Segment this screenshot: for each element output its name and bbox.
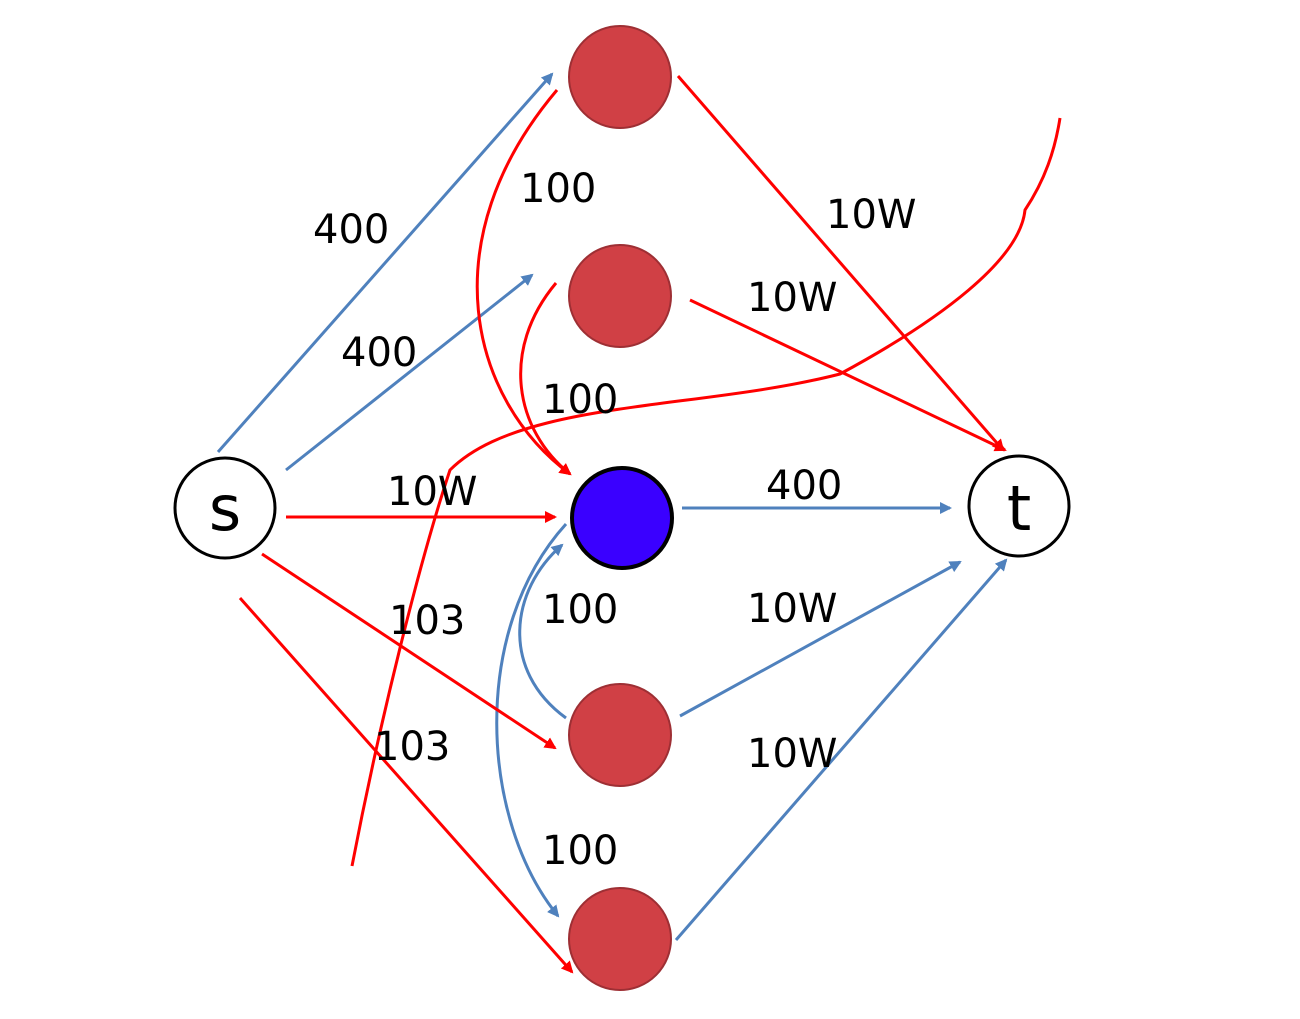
label-s-to-top: 400: [313, 207, 389, 253]
edge-s-to-bottom: [238, 597, 574, 974]
label-s-to-second: 400: [341, 330, 417, 376]
edge-fourth-to-t: [679, 560, 962, 718]
label-second-to-t: 10W: [747, 275, 837, 321]
label-second-to-center: 100: [542, 377, 618, 423]
edge-s-to-top: [216, 72, 554, 453]
label-center-to-t: 400: [766, 463, 842, 509]
label-s-to-bottom: 103: [374, 724, 450, 770]
node-bottom: [568, 887, 672, 991]
label-s-to-center: 10W: [387, 469, 477, 515]
edge-top-to-t: [676, 75, 1005, 452]
edge-fourth-to-center: [518, 543, 567, 720]
node-top: [568, 25, 672, 129]
node-fourth: [568, 683, 672, 787]
label-fourth-to-center: 100: [542, 587, 618, 633]
node-s: [173, 456, 277, 560]
node-t: [967, 454, 1071, 558]
edge-second-to-t: [689, 298, 1007, 452]
node-t-label: t: [1007, 472, 1031, 545]
node-second: [568, 244, 672, 348]
node-center: [570, 466, 674, 570]
edge-top-to-center: [475, 89, 572, 476]
edge-s-to-second: [285, 273, 534, 472]
edge-labels: 400 400 10W 103 103 100 100 100 100 10W …: [313, 166, 916, 874]
edge-bottom-to-t: [674, 558, 1008, 941]
label-s-to-fourth: 103: [389, 598, 465, 644]
edge-second-to-center: [519, 282, 572, 476]
node-s-label: s: [209, 472, 241, 545]
edge-center-to-bottom: [495, 522, 568, 918]
label-center-to-bottom: 100: [542, 828, 618, 874]
label-top-to-center: 100: [520, 166, 596, 212]
blue-edges: [216, 72, 1008, 941]
label-bottom-to-t: 10W: [747, 731, 837, 777]
cut-curve: [350, 117, 1062, 867]
edge-s-to-fourth: [261, 552, 557, 750]
label-top-to-t: 10W: [826, 192, 916, 238]
label-fourth-to-t: 10W: [747, 586, 837, 632]
red-edges: [238, 75, 1062, 974]
nodes: s t: [173, 25, 1071, 991]
